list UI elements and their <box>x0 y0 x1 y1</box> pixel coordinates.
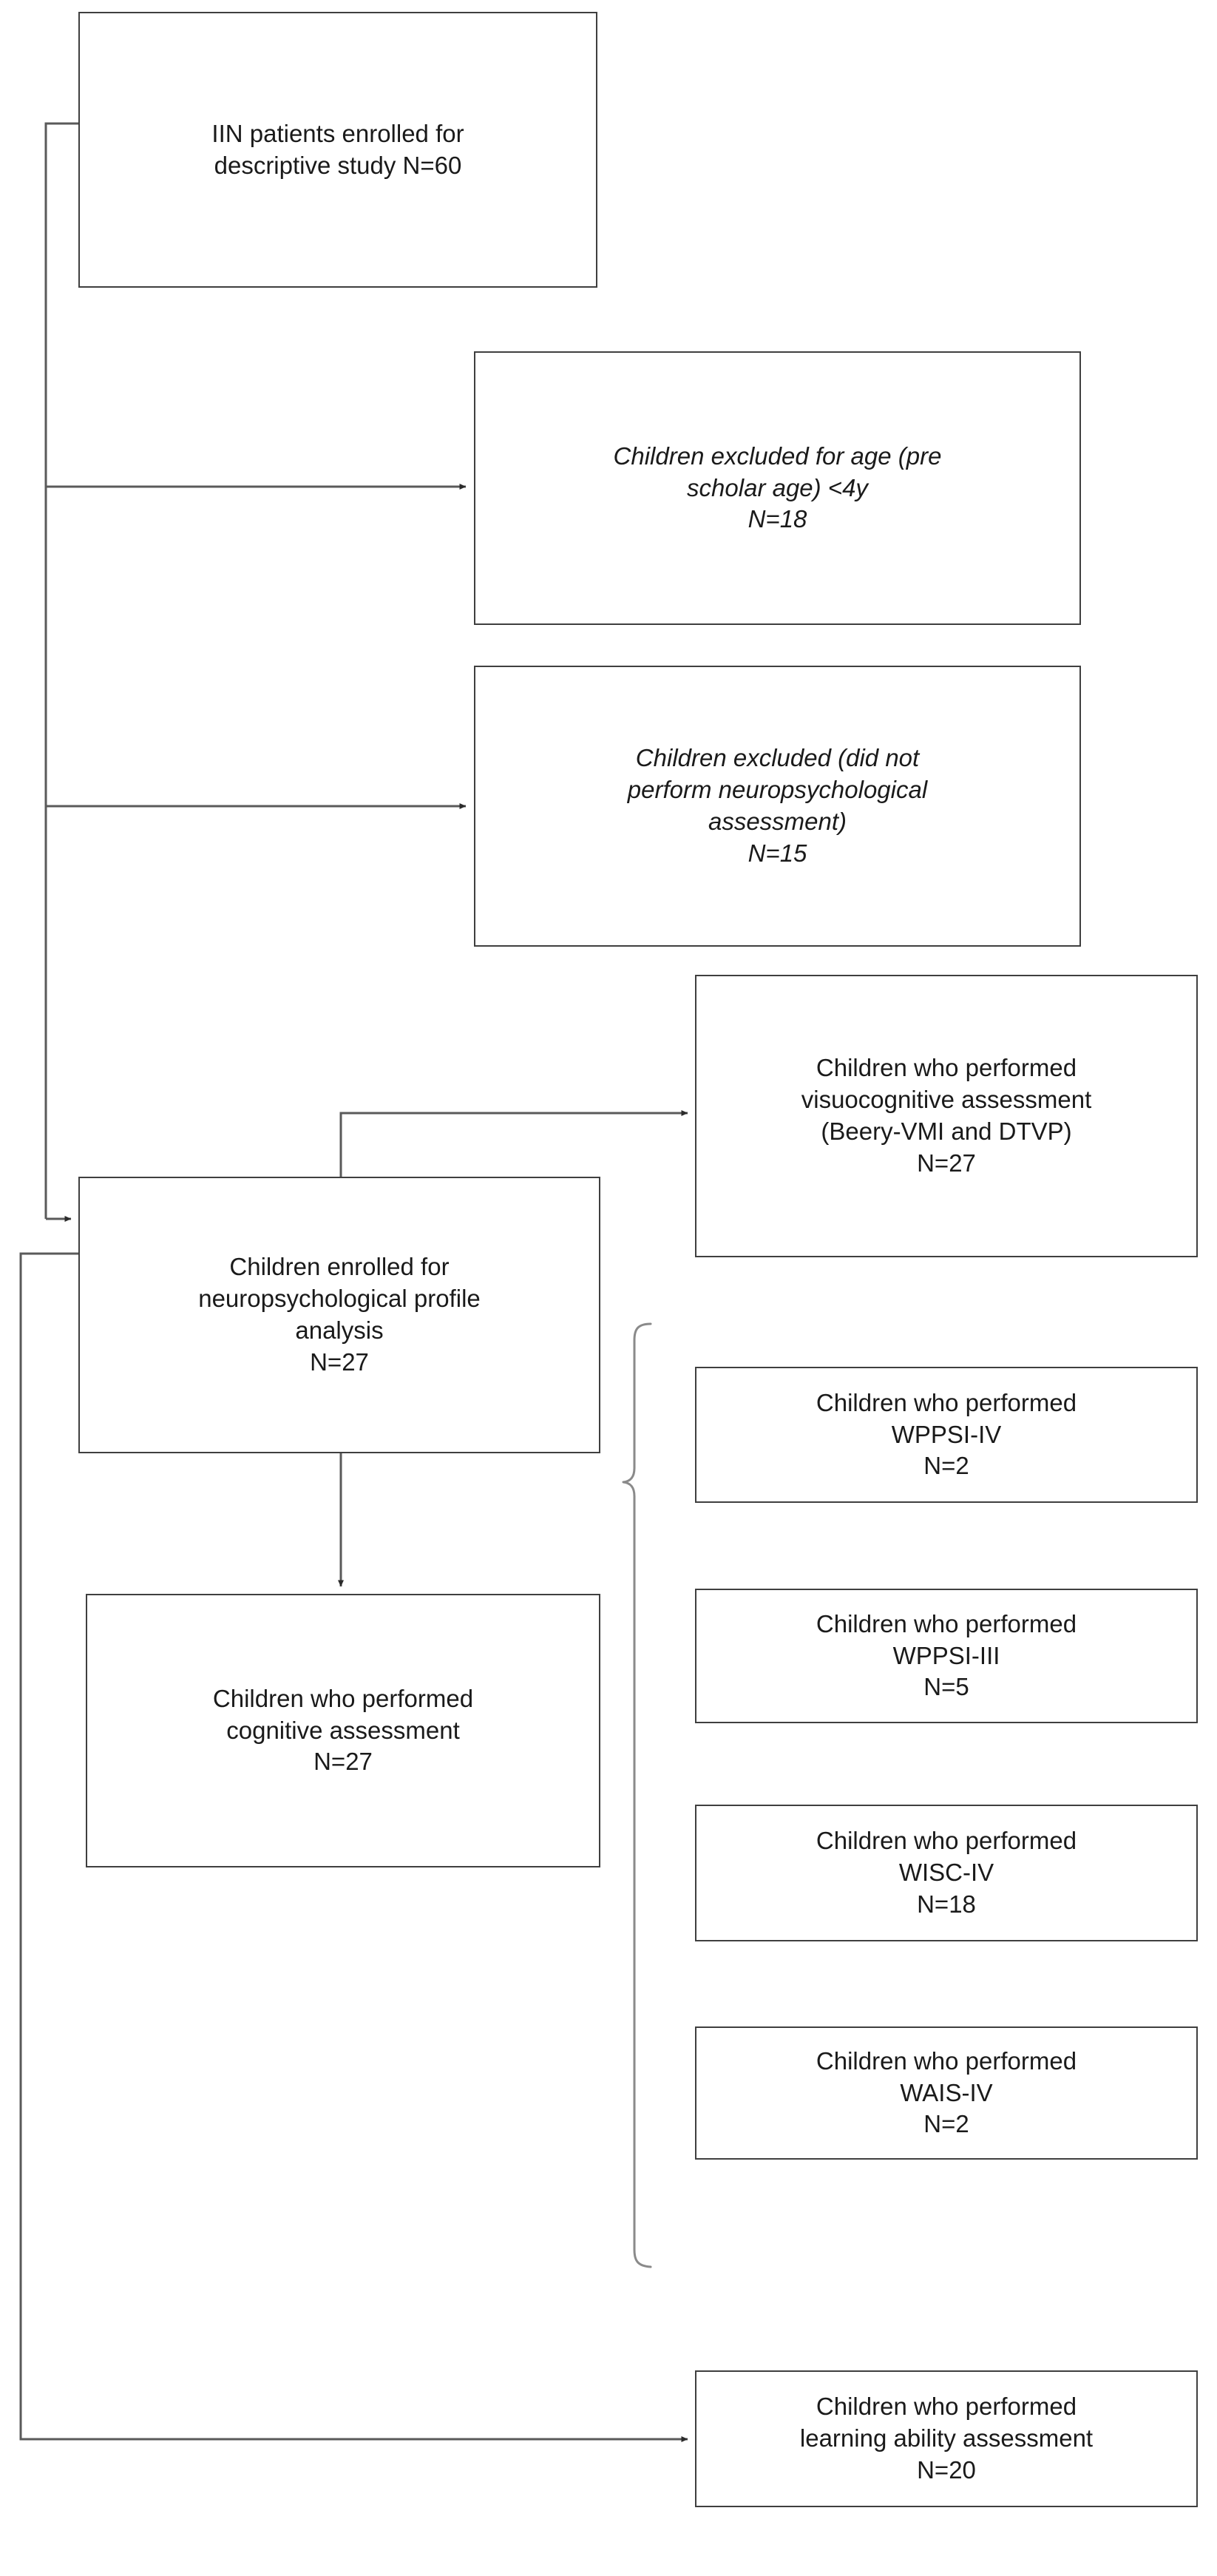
cognitive-assessment-box[interactable]: Children who performed cognitive assessm… <box>86 1594 600 1867</box>
wisc-iv-label: Children who performed WISC-IV N=18 <box>816 1827 1077 1918</box>
learning-ability-assessment-box[interactable]: Children who performed learning ability … <box>695 2370 1198 2507</box>
edge-total-to-trunk <box>44 122 78 1219</box>
enrolled-neuropsych-profile-label: Children enrolled for neuropsychological… <box>198 1253 481 1376</box>
excluded-no-neuropsych-assessment-box[interactable]: Children excluded (did not perform neuro… <box>474 666 1081 947</box>
wppsi-iv-label: Children who performed WPPSI-IV N=2 <box>816 1388 1077 1480</box>
excluded-for-age-label: Children excluded for age (pre scholar a… <box>613 442 942 533</box>
excluded-for-age-box[interactable]: Children excluded for age (pre scholar a… <box>474 351 1081 625</box>
iin-patients-enrolled-label: IIN patients enrolled for descriptive st… <box>211 119 464 179</box>
visuocognitive-assessment-label: Children who performed visuocognitive as… <box>801 1054 1092 1177</box>
wppsi-iii-label: Children who performed WPPSI-III N=5 <box>816 1609 1077 1701</box>
learning-ability-assessment-label: Children who performed learning ability … <box>799 2393 1094 2484</box>
wppsi-iv-box[interactable]: Children who performed WPPSI-IV N=2 <box>695 1367 1198 1503</box>
excluded-no-neuropsych-assessment-label: Children excluded (did not perform neuro… <box>627 744 928 867</box>
cognitive-assessment-label: Children who performed cognitive assessm… <box>212 1684 474 1776</box>
visuocognitive-assessment-box[interactable]: Children who performed visuocognitive as… <box>695 975 1198 1257</box>
wppsi-iii-box[interactable]: Children who performed WPPSI-III N=5 <box>695 1589 1198 1723</box>
iin-patients-enrolled-box[interactable]: IIN patients enrolled for descriptive st… <box>78 12 597 288</box>
wais-iv-box[interactable]: Children who performed WAIS-IV N=2 <box>695 2026 1198 2160</box>
wisc-iv-box[interactable]: Children who performed WISC-IV N=18 <box>695 1805 1198 1941</box>
wais-iv-label: Children who performed WAIS-IV N=2 <box>816 2046 1077 2138</box>
brace-cognitive-to-iq-tests <box>622 1322 652 2268</box>
edge-profile-to-visuocognitive <box>339 1110 688 1177</box>
enrolled-neuropsych-profile-box[interactable]: Children enrolled for neuropsychological… <box>78 1177 600 1453</box>
